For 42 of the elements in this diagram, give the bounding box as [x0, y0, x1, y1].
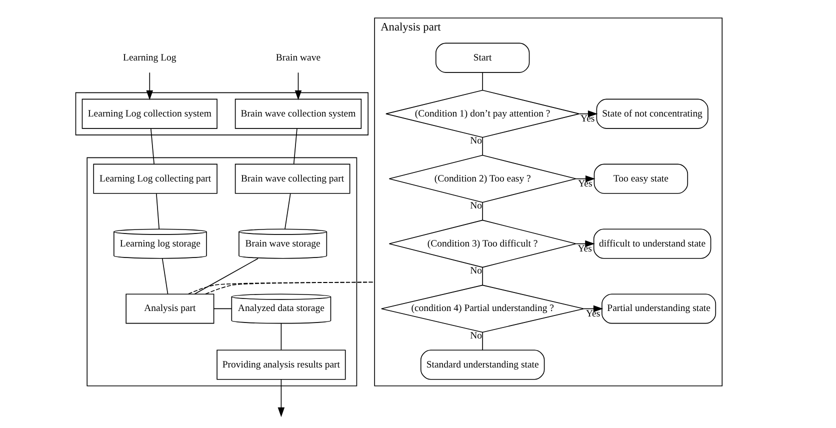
node-text: Learning Log — [122, 52, 176, 64]
node-box: difficult to understand state — [592, 228, 711, 259]
connector — [161, 258, 168, 294]
connector — [212, 308, 232, 310]
node-diamond: (condition 4) Partial understanding ? — [380, 284, 584, 333]
arrow — [277, 379, 284, 418]
cluster — [86, 157, 357, 386]
node-box: State of not concentrating — [596, 98, 708, 129]
node-box: Learning Log collection system — [81, 98, 217, 129]
edge-label: No — [470, 136, 482, 147]
arrow — [582, 305, 603, 312]
edge-label: No — [470, 330, 482, 342]
connector — [156, 193, 160, 230]
arrow — [575, 175, 595, 182]
node-box: Partial understanding state — [601, 294, 716, 324]
arrow — [294, 72, 302, 100]
node-box: Learning Log collecting part — [92, 164, 217, 194]
edge-label: No — [470, 265, 482, 276]
edge-label: Yes — [586, 308, 600, 320]
node-text: Brain wave — [275, 52, 320, 64]
arrow — [146, 72, 153, 100]
edge-label: Yes — [580, 114, 594, 125]
connector — [292, 128, 297, 164]
node-box: Standard understanding state — [420, 350, 544, 380]
connector — [194, 258, 258, 294]
node-box: Brain wave collection system — [234, 98, 362, 129]
connector — [150, 128, 154, 164]
node-box: Analysis part — [125, 294, 214, 324]
node-diamond: (Condition 2) Too easy ? — [388, 154, 576, 203]
node-box: Brain wave collecting part — [234, 164, 350, 194]
edge-label: Yes — [577, 244, 592, 255]
connector — [280, 323, 282, 350]
connector — [284, 193, 290, 230]
node-box: Start — [434, 42, 530, 73]
arrow — [575, 240, 594, 248]
edge-label: Yes — [578, 178, 592, 190]
cluster — [74, 92, 368, 136]
node-diamond: (Condition 3) Too difficult ? — [388, 220, 576, 268]
node-box: Too easy state — [593, 164, 688, 194]
edge-label: No — [470, 200, 482, 212]
node-box: Providing analysis results part — [216, 350, 346, 380]
node-diamond: (Condition 1) don’t pay attention ? — [385, 90, 580, 138]
